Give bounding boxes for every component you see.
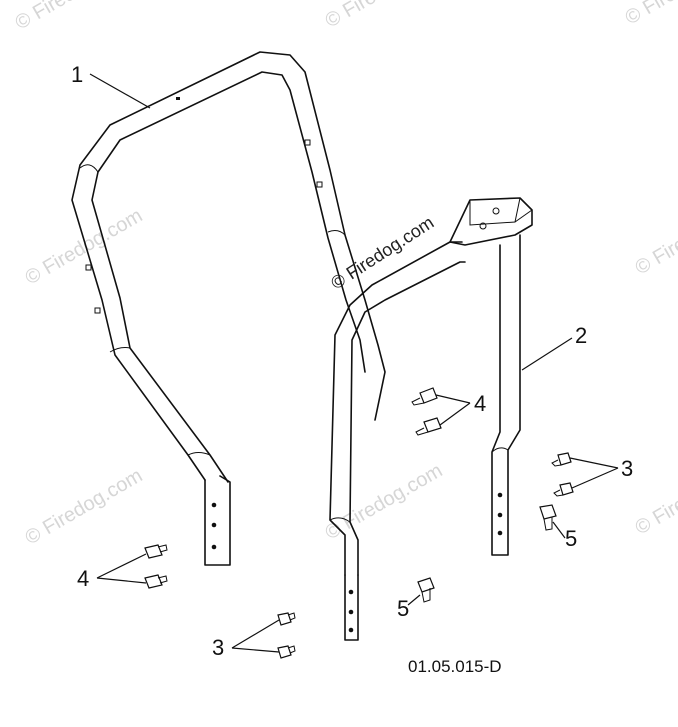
hardware-nut-3-upper [551,452,572,467]
hardware-bolt-4-upper [411,387,438,406]
watermark-text: © Firedog.com [622,0,678,29]
roll-bar-part-1 [71,51,386,566]
callout-2: 2 [575,323,587,348]
hardware-bolt-4-left-lower [144,574,168,589]
watermark-text: © Firedog.com [632,195,678,280]
watermark-text: © Firedog.com [632,455,678,540]
callout-5-right: 5 [565,526,577,551]
watermark-text: © Firedog.com [322,460,447,545]
hardware-nut-3-bottom-upper [277,612,296,626]
drawing-code: 01.05.015-D [408,657,502,676]
callout-1: 1 [71,62,83,87]
hardware-bolt-5-bottom [417,577,435,603]
hardware-nut-3-lower [553,482,574,497]
callout-4-center: 4 [474,391,486,416]
leader-lines [89,73,619,653]
hardware-bolt-4-left-upper [144,544,168,559]
front-bar-part-2 [329,197,533,641]
hardware-bolt-4-lower [415,417,442,436]
watermark-text: © Firedog.com [22,205,147,290]
callout-5-bottom: 5 [397,596,409,621]
callout-4-left: 4 [77,566,89,591]
hardware-bolt-5-right [539,504,557,531]
hardware-nut-3-bottom-lower [277,645,296,659]
watermark-text: © Firedog.com [322,0,447,32]
watermark-text: © Firedog.com [22,465,147,550]
callout-3-bottom: 3 [212,635,224,660]
callout-3-right: 3 [621,456,633,481]
watermark-text: © Firedog.com [12,0,137,34]
